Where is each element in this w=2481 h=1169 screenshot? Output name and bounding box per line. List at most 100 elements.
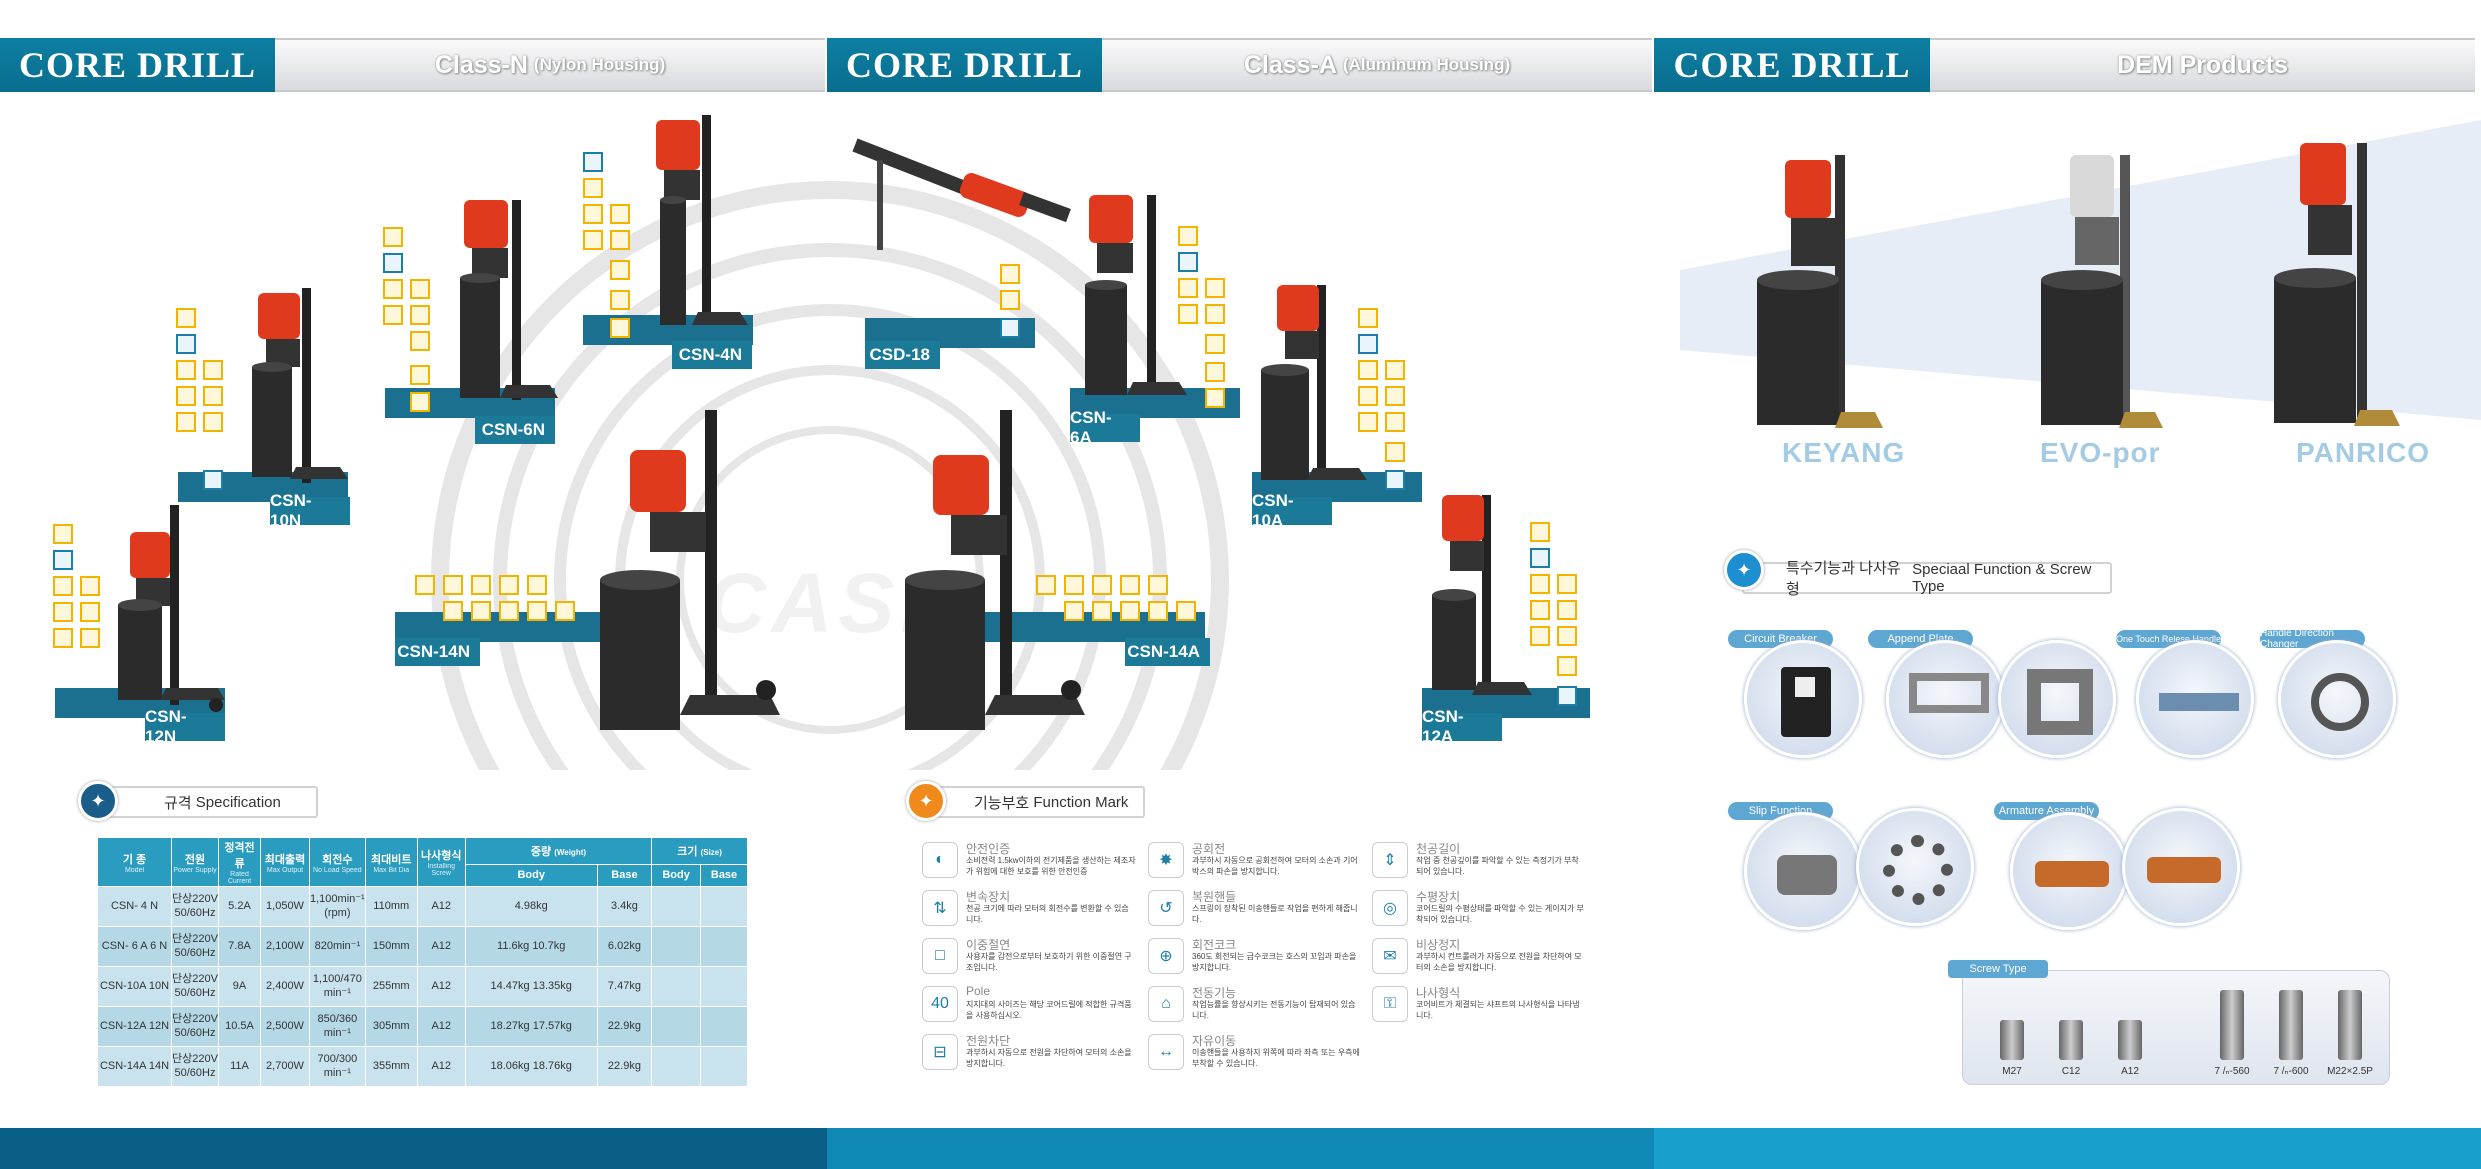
screw-icon [2279, 990, 2303, 1060]
feature-icon [610, 290, 630, 310]
table-cell-size [651, 886, 702, 927]
drill-image-csn10n [252, 288, 348, 483]
feature-icon [499, 575, 519, 595]
screw-icon [2118, 1020, 2142, 1060]
panel1-title-sub: (Nylon Housing) [533, 55, 666, 74]
feature-icon [1205, 388, 1225, 408]
feature-icon [176, 360, 196, 380]
function-mark-title: 자유이동 [1192, 1034, 1237, 1048]
feature-icon [1178, 226, 1198, 246]
feature-icon [53, 628, 73, 648]
table-cell-bit: 150mm [364, 926, 418, 967]
feature-icon [176, 412, 196, 432]
function-section-icon: ✦ [906, 781, 946, 821]
function-mark-title: 복원핸들 [1192, 890, 1237, 904]
drill-image-csn6n [460, 200, 558, 400]
screw-icon [2220, 990, 2244, 1060]
special-title-en: Speciaal Function & Screw Type [1912, 561, 2092, 595]
table-cell-screw: A12 [416, 966, 466, 1007]
function-mark-icon: ✸ [1148, 842, 1184, 878]
special-section-icon: ✦ [1724, 550, 1764, 590]
function-mark-desc: 지지대의 사이즈는 해당 코어드릴에 적합한 규격품을 사용하십시오. [966, 1000, 1132, 1020]
feature-icon [80, 576, 100, 596]
feature-icon [471, 601, 491, 621]
table-cell-rpm: 850/360 min⁻¹ [309, 1006, 366, 1047]
function-mark-desc: 이송핸들을 사용하지 위쪽에 따라 좌측 또는 우측에 부착할 수 있습니다. [1192, 1048, 1360, 1068]
feature-icon [1176, 601, 1196, 621]
table-cell-screw: A12 [416, 886, 466, 927]
handle-direction-photo [2278, 640, 2396, 758]
drill-image-csn4n [656, 115, 748, 325]
function-mark-desc: 과부하시 자동으로 전원을 차단하여 모터의 소손을 방지합니다. [966, 1048, 1132, 1068]
dem-drill-panrico [2274, 143, 2400, 426]
table-cell-wbody: 18.06kg 18.76kg [464, 1046, 598, 1087]
slip-function-photo-1 [1744, 812, 1862, 930]
screw-label: 7 /ₙ-600 [2273, 1066, 2309, 1077]
feature-icon [1120, 575, 1140, 595]
dem-label-panrico: PANRICO [2296, 437, 2431, 468]
function-mark-icon: ⊕ [1148, 938, 1184, 974]
feature-icon [1178, 278, 1198, 298]
feature-icon [53, 524, 73, 544]
col-size: 크기 (Size) [651, 837, 748, 865]
table-cell-wbody: 11.6kg 10.7kg [464, 926, 598, 967]
table-cell-output: 2,500W [260, 1006, 310, 1047]
slip-function-photo-2 [1856, 808, 1974, 926]
table-cell-bit: 255mm [364, 966, 418, 1007]
table-cell-size [651, 1046, 702, 1087]
feature-icon [1385, 442, 1405, 462]
panel2-title-sub: (Aluminum Housing) [1342, 55, 1511, 74]
feature-icon [610, 260, 630, 280]
feature-icon [203, 470, 223, 490]
feature-icon [1557, 656, 1577, 676]
feature-icon [1000, 264, 1020, 284]
table-cell-bit: 110mm [364, 886, 418, 927]
product-label-csn14n: CSN-14N [395, 638, 480, 666]
feature-icon [443, 575, 463, 595]
function-mark-icon: ⌂ [1148, 986, 1184, 1022]
table-cell-size [651, 966, 702, 1007]
function-mark-icon: ⚿ [1372, 986, 1408, 1022]
table-cell-power: 단상220V 50/60Hz [171, 886, 219, 927]
table-cell-wbase: 22.9kg [596, 1046, 653, 1087]
screw-icon [2000, 1020, 2024, 1060]
function-title-ko: 기능부호 [974, 794, 1030, 812]
table-cell-model: CSN-10A 10N [97, 966, 172, 1007]
table-cell-wbase: 22.9kg [596, 1006, 653, 1047]
spec-title-ko: 규격 [164, 794, 192, 812]
function-mark-title: 천공길이 [1416, 842, 1461, 856]
feature-icon [1530, 574, 1550, 594]
feature-icon [1000, 318, 1020, 338]
append-plate-photo-2 [1998, 640, 2116, 758]
product-label-csn10n: CSN-10N [270, 491, 350, 530]
table-cell-rpm: 700/300 min⁻¹ [309, 1046, 366, 1087]
feature-icon [383, 279, 403, 299]
feature-icon [471, 575, 491, 595]
feature-icon [1205, 362, 1225, 382]
table-cell-wbase: 6.02kg [596, 926, 653, 967]
function-mark-desc: 소비전력 1.5kw이하의 전기제품을 생산하는 제조자가 위험에 대한 보호를… [966, 856, 1136, 876]
table-cell-screw: A12 [416, 1006, 466, 1047]
product-label-csn6n: CSN-6N [475, 416, 555, 444]
function-mark-icon: ⊟ [922, 1034, 958, 1070]
feature-icon [176, 308, 196, 328]
append-plate-photo-1 [1886, 640, 2004, 758]
dem-label-keyang: KEYANG [1782, 437, 1906, 468]
screw-label: C12 [2061, 1066, 2081, 1077]
table-cell-power: 단상220V 50/60Hz [171, 1006, 219, 1047]
product-label-csn10a: CSN-10A [1252, 491, 1332, 530]
table-cell-wbody: 14.47kg 13.35kg [464, 966, 598, 1007]
special-section-header: 특수기능과 나사유형 Speciaal Function & Screw Typ… [1742, 560, 2112, 598]
function-mark-title: 수평장치 [1416, 890, 1461, 904]
table-cell-output: 1,050W [260, 886, 310, 927]
screw-label: 7 /ₙ-560 [2214, 1066, 2250, 1077]
table-cell-size [700, 966, 748, 1007]
product-label-csn12n: CSN-12N [145, 707, 225, 746]
table-cell-screw: A12 [416, 1046, 466, 1087]
col-size-base: Base [700, 863, 748, 888]
function-mark-desc: 천공 크기에 따라 모터의 회전수를 변환할 수 있습니다. [966, 904, 1129, 924]
drill-image-csn12a [1432, 495, 1532, 695]
